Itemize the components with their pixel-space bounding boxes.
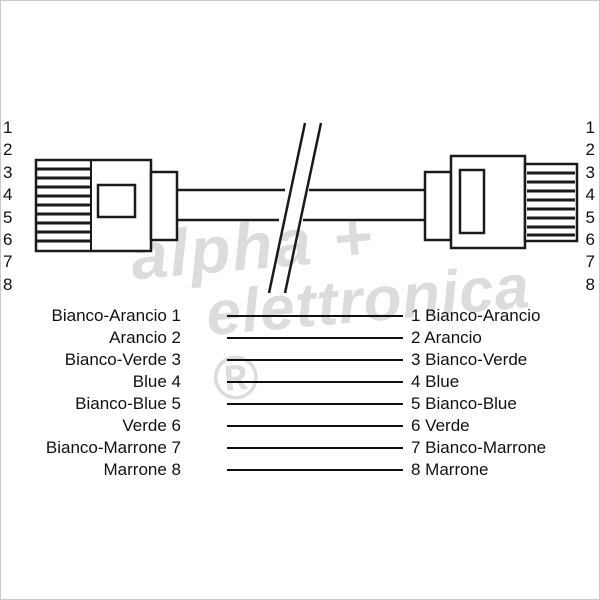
- left-pin-8: 8: [3, 274, 13, 294]
- left-pin-5: 5: [3, 207, 13, 227]
- wire-row-3: Bianco-Verde 3 3 Bianco-Verde: [1, 349, 599, 371]
- wire-row-1: Bianco-Arancio 1 1 Bianco-Arancio: [1, 305, 599, 327]
- wiring-table: Bianco-Arancio 1 1 Bianco-Arancio Aranci…: [1, 305, 599, 481]
- right-pin-2: 2: [585, 140, 595, 160]
- wire-left-label: Arancio 2: [109, 328, 181, 347]
- wire-right-label: 5 Bianco-Blue: [411, 394, 517, 413]
- cable: [177, 188, 425, 222]
- wire-left-label: Bianco-Marrone 7: [45, 438, 181, 457]
- wire-row-8: Marrone 8 8 Marrone: [1, 459, 599, 481]
- right-rj45-connector: [423, 154, 579, 250]
- wire-line: [227, 403, 403, 405]
- wire-line: [227, 337, 403, 339]
- wire-right-label: 3 Bianco-Verde: [411, 350, 528, 369]
- wire-line: [227, 447, 403, 449]
- wire-right-label: 8 Marrone: [411, 460, 489, 479]
- wire-line: [227, 425, 403, 427]
- left-pin-3: 3: [3, 162, 13, 182]
- wire-right-label: 4 Blue: [411, 372, 460, 391]
- left-pin-numbers: 1 2 3 4 5 6 7 8: [3, 117, 12, 296]
- wire-right-label: 2 Arancio: [411, 328, 482, 347]
- right-pin-4: 4: [585, 185, 595, 205]
- wire-left-label: Blue 4: [132, 372, 181, 391]
- left-pin-4: 4: [3, 185, 13, 205]
- right-pin-1: 1: [585, 118, 595, 137]
- wire-row-6: Verde 6 6 Verde: [1, 415, 599, 437]
- wire-left-label: Bianco-Arancio 1: [51, 306, 181, 325]
- right-pin-3: 3: [585, 162, 595, 182]
- wire-line: [227, 469, 403, 471]
- wire-line: [227, 381, 403, 383]
- left-latch: [96, 183, 137, 219]
- wire-row-2: Arancio 2 2 Arancio: [1, 327, 599, 349]
- wire-left-label: Marrone 8: [103, 460, 181, 479]
- left-pin-2: 2: [3, 140, 13, 160]
- right-pin-5: 5: [585, 207, 595, 227]
- left-pin-6: 6: [3, 230, 13, 250]
- wire-row-4: Blue 4 4 Blue: [1, 371, 599, 393]
- wire-row-7: Bianco-Marrone 7 7 Bianco-Marrone: [1, 437, 599, 459]
- left-contact-comb: [37, 167, 91, 243]
- right-contact-comb: [527, 171, 575, 237]
- wire-line: [227, 315, 403, 317]
- left-strain-relief: [149, 170, 179, 242]
- right-strain-relief: [423, 170, 453, 242]
- wire-left-label: Bianco-Blue 5: [75, 394, 181, 413]
- wire-left-label: Bianco-Verde 3: [64, 350, 181, 369]
- wire-row-5: Bianco-Blue 5 5 Bianco-Blue: [1, 393, 599, 415]
- rj45-cable-drawing: [34, 122, 579, 294]
- left-rj45-connector: [34, 158, 179, 253]
- right-latch: [458, 168, 486, 235]
- right-pin-7: 7: [585, 252, 595, 272]
- wire-left-label: Verde 6: [122, 416, 181, 435]
- wire-line: [227, 359, 403, 361]
- right-pin-numbers: 1 2 3 4 5 6 7 8: [586, 117, 595, 296]
- left-pin-7: 7: [3, 252, 13, 272]
- left-pin-1: 1: [3, 118, 13, 137]
- wire-right-label: 1 Bianco-Arancio: [411, 306, 541, 325]
- cable-break-marks: [267, 122, 323, 294]
- right-pin-8: 8: [585, 274, 595, 294]
- wire-right-label: 6 Verde: [411, 416, 470, 435]
- wire-right-label: 7 Bianco-Marrone: [411, 438, 547, 457]
- right-pin-6: 6: [585, 230, 595, 250]
